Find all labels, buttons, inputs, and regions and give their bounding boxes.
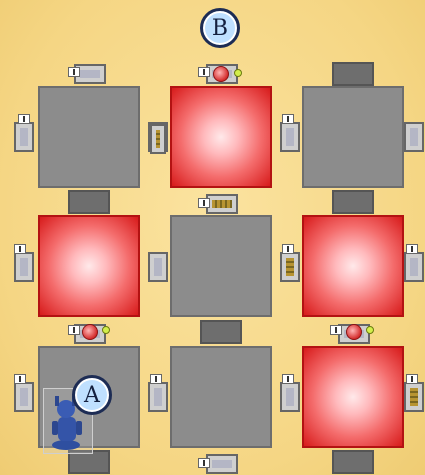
room-r1c1[interactable] <box>38 86 140 188</box>
door-r12-c2-locked[interactable] <box>206 194 238 214</box>
red-lock-icon <box>82 324 98 340</box>
door-left-r2[interactable] <box>14 252 34 282</box>
room-r3c2[interactable] <box>170 346 272 448</box>
green-key-icon <box>234 69 242 77</box>
door-tag-icon <box>406 244 418 254</box>
room-r2c1[interactable] <box>38 215 140 317</box>
door-right-r1[interactable] <box>404 122 424 152</box>
wall-notch-bottom-c3 <box>332 450 374 474</box>
door-tag-icon <box>282 244 294 254</box>
door-tag-icon <box>150 374 162 384</box>
door-r1-c1c2-locked[interactable] <box>150 124 166 154</box>
door-tag-icon <box>406 374 418 384</box>
door-tag-icon <box>282 114 294 124</box>
door-tag-icon <box>198 198 210 208</box>
door-tag-icon <box>198 67 210 77</box>
wall-notch-top-c3 <box>332 62 374 86</box>
start-marker-a: A <box>72 375 112 415</box>
door-r1-c2c3[interactable] <box>280 122 300 152</box>
door-bottom-c2[interactable] <box>206 454 238 474</box>
door-r3-c1c2[interactable] <box>148 382 168 412</box>
goal-marker-b: B <box>200 8 240 48</box>
door-tag-icon <box>14 244 26 254</box>
door-tag-icon <box>18 114 30 124</box>
door-tag-icon <box>330 325 342 335</box>
door-right-r2[interactable] <box>404 252 424 282</box>
door-tag-icon <box>68 67 80 77</box>
room-r2c2[interactable] <box>170 215 272 317</box>
wall-notch-r12-c3 <box>332 190 374 214</box>
room-r1c2[interactable] <box>170 86 272 188</box>
door-left-r3[interactable] <box>14 382 34 412</box>
door-left-r1[interactable] <box>14 122 34 152</box>
green-key-icon <box>366 326 374 334</box>
door-tag-icon <box>282 374 294 384</box>
room-r1c3[interactable] <box>302 86 404 188</box>
door-tag-icon <box>14 374 26 384</box>
door-right-r3-locked[interactable] <box>404 382 424 412</box>
room-r2c3[interactable] <box>302 215 404 317</box>
door-r2-c1c2[interactable] <box>148 252 168 282</box>
door-tag-icon <box>68 325 80 335</box>
red-lock-icon <box>346 324 362 340</box>
door-r3-c2c3[interactable] <box>280 382 300 412</box>
door-r2-c2c3-locked[interactable] <box>280 252 300 282</box>
door-tag-icon <box>198 458 210 468</box>
red-lock-icon <box>213 66 229 82</box>
wall-notch-r12-c1 <box>68 190 110 214</box>
room-r3c3[interactable] <box>302 346 404 448</box>
wall-notch-r23-c2 <box>200 320 242 344</box>
green-key-icon <box>102 326 110 334</box>
